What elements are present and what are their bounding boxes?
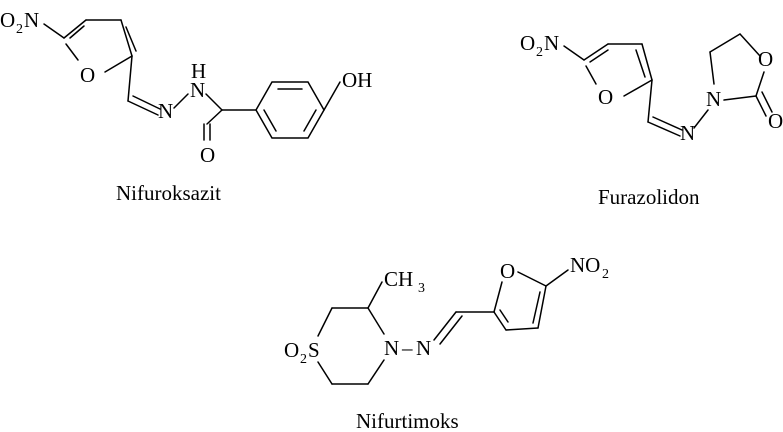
nitro-o-label: O	[0, 8, 15, 32]
ring-o-label: O	[758, 47, 773, 71]
ring-bond	[317, 307, 333, 337]
imine-double-bond	[132, 95, 161, 110]
nitro-n-label: N	[24, 8, 39, 32]
imine-double-bond	[652, 116, 683, 131]
hydroxyl-label: OH	[342, 68, 372, 92]
ring-bond	[755, 71, 765, 97]
carbonyl-double-bond	[761, 91, 773, 113]
furan-bond	[493, 311, 507, 331]
furan-double-bond	[69, 25, 85, 39]
hydroxyl-bond	[323, 81, 341, 111]
furan-bond	[583, 43, 609, 61]
amide-bond	[205, 93, 223, 111]
furan-double-bond	[589, 49, 609, 63]
carbonyl-bond	[206, 109, 223, 125]
imine-double-bond	[647, 121, 681, 137]
caption-nifurtimoks: Nifurtimoks	[356, 409, 459, 432]
furan-bond	[537, 285, 547, 329]
furan-bond	[120, 19, 133, 57]
n-n-bond	[693, 109, 709, 129]
furan-bond	[493, 281, 503, 313]
ring-bond	[709, 33, 741, 53]
nitro-bond	[545, 269, 569, 287]
chain-bond	[647, 79, 653, 123]
imine-n-label: N	[158, 99, 173, 123]
benzene-ring	[255, 81, 325, 139]
furan-o-label: O	[500, 259, 515, 283]
furan-o-label: O	[598, 85, 613, 109]
caption-furazolidon: Furazolidon	[598, 185, 700, 209]
carbonyl-o-label: O	[768, 109, 783, 133]
furan-bond	[641, 43, 653, 81]
chain-bond	[127, 55, 133, 102]
nitro-subscript: 2	[536, 45, 543, 60]
furan-double-bond	[532, 291, 541, 324]
furan-bond	[65, 43, 79, 61]
furan-bond	[517, 271, 547, 287]
imine-n-label: N	[680, 121, 695, 145]
furan-double-bond	[125, 26, 137, 52]
nitro-subscript: 2	[602, 267, 609, 282]
imine-n-label: N	[416, 336, 431, 360]
methyl-label: CH	[384, 267, 413, 291]
carbonyl-o-label: O	[200, 143, 215, 167]
imine-double-bond	[127, 100, 159, 116]
furan-bond	[585, 65, 597, 85]
n-n-dash: –	[401, 336, 413, 360]
sulfone-s-label: S	[308, 338, 320, 362]
molecule-furazolidon: O 2 N O N N O O Furazolidon	[520, 31, 783, 209]
nitro-subscript: 2	[16, 22, 23, 37]
methyl-subscript: 3	[418, 281, 425, 296]
nitro-bond	[563, 45, 585, 61]
imine-double-bond	[433, 311, 457, 341]
caption-nifuroksazit: Nifuroksazit	[116, 181, 221, 205]
molecule-nifurtimoks: O 2 S CH 3 N – N O NO 2 Nifurtimoks	[284, 253, 609, 432]
ring-n-label: N	[706, 87, 721, 111]
ring-n-label: N	[384, 336, 399, 360]
carbonyl-double-bond	[755, 95, 767, 117]
imine-double-bond	[439, 315, 463, 345]
furan-bond	[623, 79, 653, 97]
furan-bond	[505, 327, 539, 331]
methyl-bond	[367, 281, 383, 309]
molecule-nifuroksazit: O 2 N O N H N O OH Nifuroksazit	[0, 8, 372, 205]
nitro-label: NO	[570, 253, 600, 277]
furan-bond	[104, 55, 133, 73]
furan-double-bond	[499, 309, 509, 323]
nitro-n-label: N	[544, 31, 559, 55]
ring-bond	[739, 33, 761, 57]
benzene-double-bond	[263, 109, 277, 132]
furan-double-bond	[635, 49, 646, 78]
nitro-bond	[43, 23, 65, 39]
ring-bond	[367, 307, 385, 335]
hydrazide-n-label: N	[190, 78, 205, 102]
furan-o-label: O	[80, 63, 95, 87]
ring-bond	[317, 361, 333, 385]
ring-bond	[723, 95, 757, 101]
ring-bond	[367, 359, 385, 385]
ring-bond	[709, 51, 715, 85]
hydrazide-h-label: H	[191, 59, 206, 83]
nitro-o-label: O	[520, 31, 535, 55]
sulfone-subscript: 2	[300, 352, 307, 367]
benzene-double-bond	[303, 109, 317, 132]
furan-bond	[63, 19, 87, 39]
sulfone-o-label: O	[284, 338, 299, 362]
n-n-bond	[173, 93, 189, 109]
